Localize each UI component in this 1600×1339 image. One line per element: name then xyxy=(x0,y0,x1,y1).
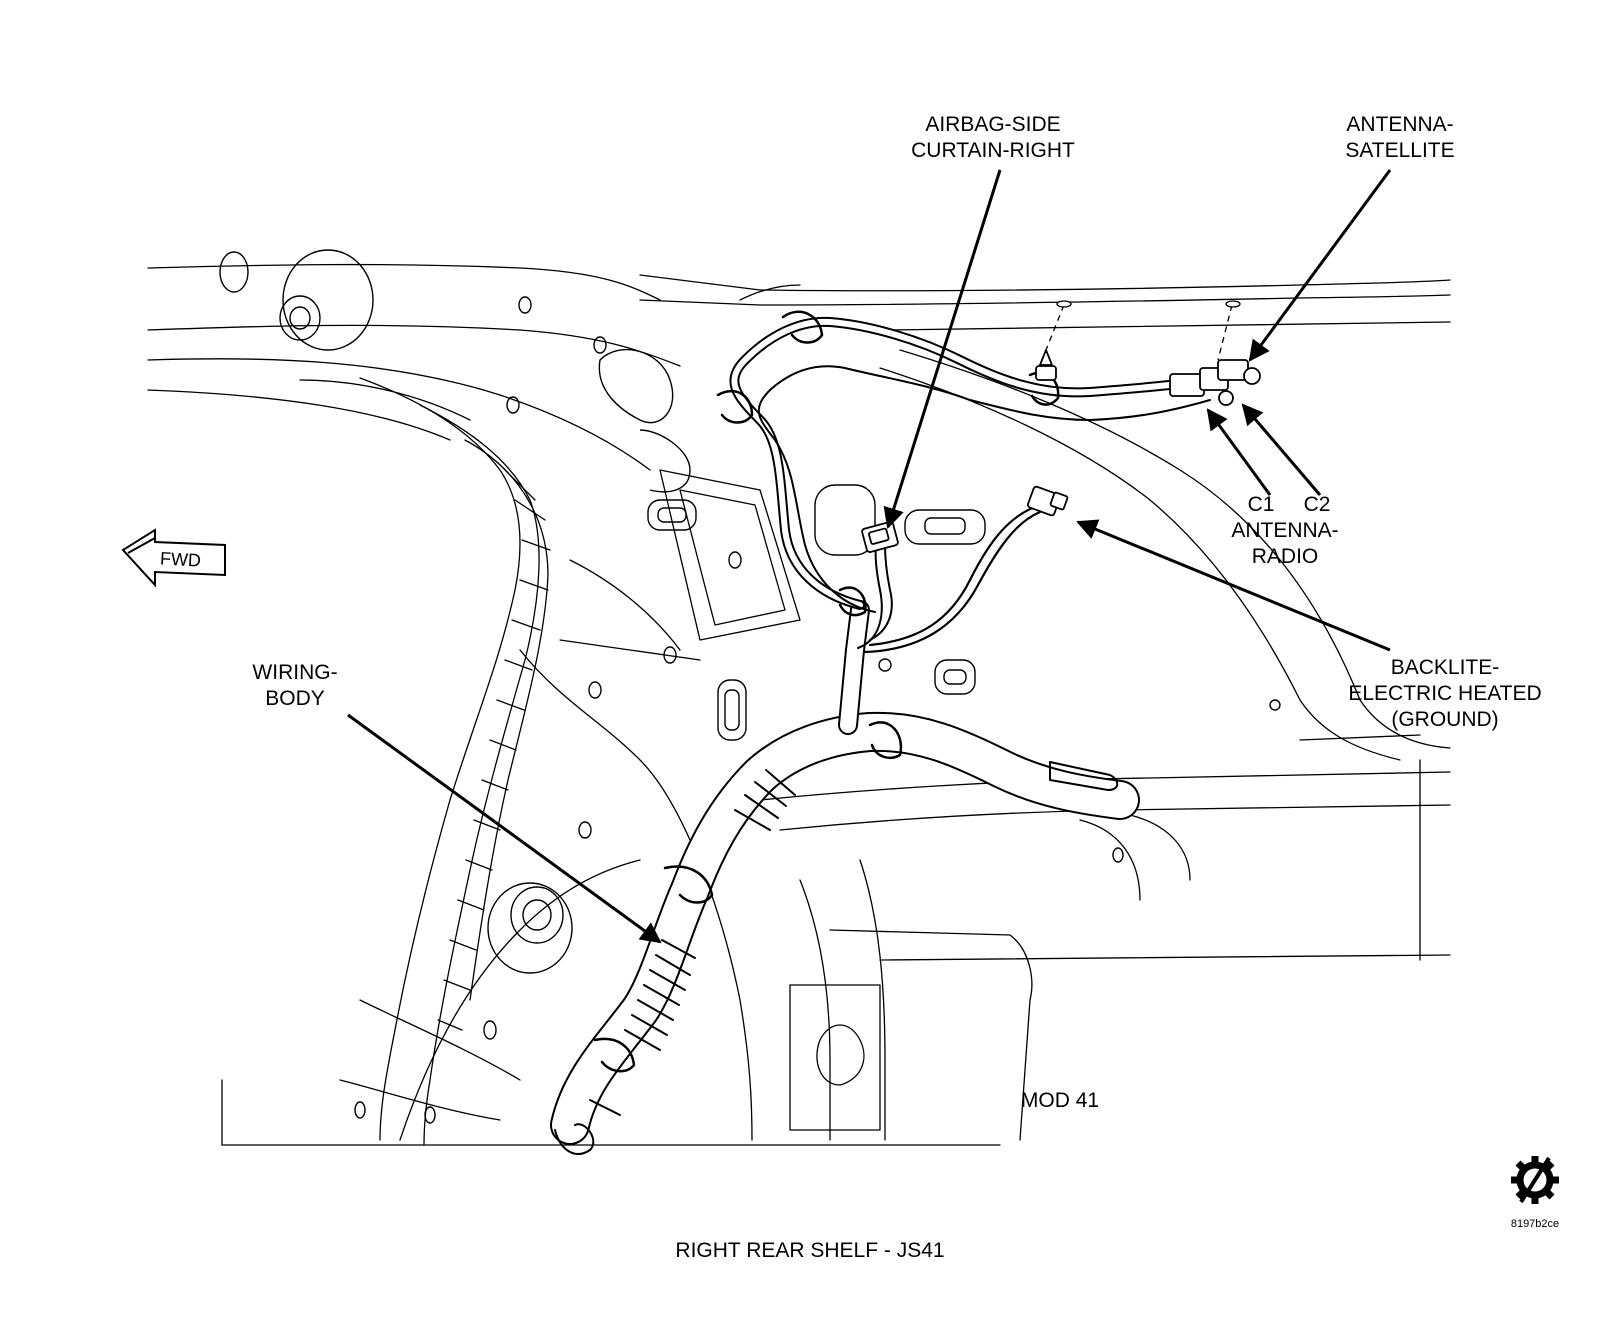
label-antenna-satellite: ANTENNA- SATELLITE xyxy=(1345,113,1455,162)
label-backlite-electric-heated: BACKLITE- ELECTRIC HEATED (GROUND) xyxy=(1348,656,1542,731)
label-mod: MOD 41 xyxy=(1020,1089,1100,1112)
label-antenna-radio: ANTENNA- RADIO xyxy=(1231,519,1339,568)
leader-lines xyxy=(347,169,1392,944)
connectors xyxy=(861,349,1261,553)
gear-slash-icon xyxy=(1511,1156,1559,1204)
leader-c1 xyxy=(1206,408,1272,496)
fwd-label: FWD xyxy=(160,548,202,570)
leader-backlite xyxy=(1076,519,1391,652)
label-wiring-body: WIRING- BODY xyxy=(252,661,338,710)
body-holes xyxy=(219,249,1281,1124)
wiring-harness xyxy=(550,310,1215,1155)
stud-marks xyxy=(1056,300,1241,308)
fwd-arrow: FWD xyxy=(121,528,226,588)
leader-c2 xyxy=(1241,403,1322,496)
label-c1: C1 xyxy=(1247,493,1275,516)
label-c2: C2 xyxy=(1303,493,1331,516)
leader-airbag xyxy=(883,169,1002,530)
leader-wiring-body xyxy=(347,713,662,944)
label-airbag-side-curtain: AIRBAG-SIDE CURTAIN-RIGHT xyxy=(911,113,1075,162)
leader-antenna-satellite xyxy=(1248,169,1392,362)
stud-lines xyxy=(1045,304,1233,361)
figure-caption: RIGHT REAR SHELF - JS41 xyxy=(675,1239,945,1262)
figure-code: 8197b2ce xyxy=(1510,1218,1560,1230)
connector-c1-body xyxy=(1169,373,1205,397)
